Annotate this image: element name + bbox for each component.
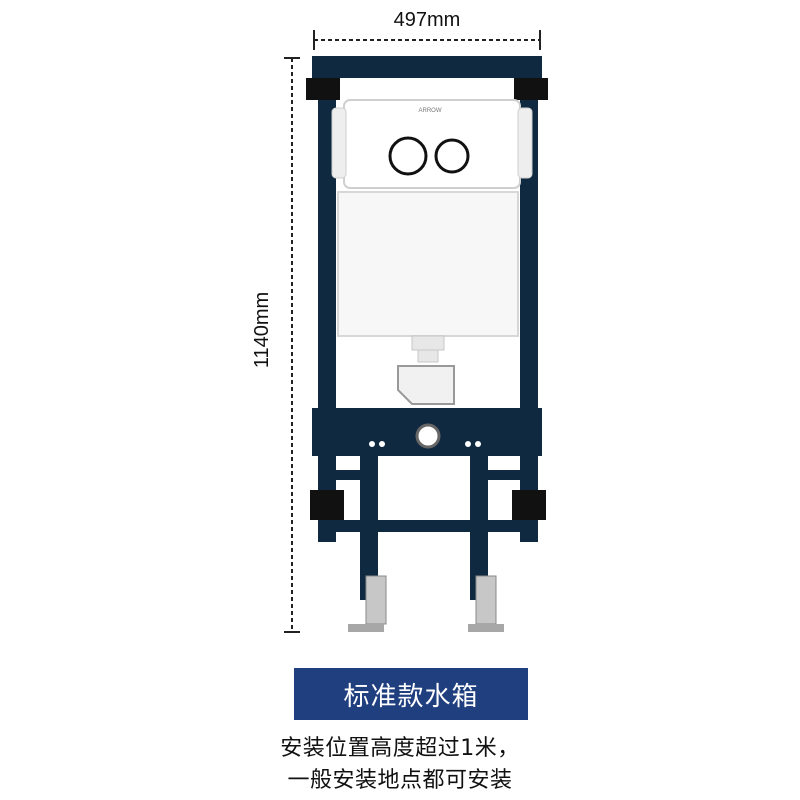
height-label: 1140mm <box>251 292 273 368</box>
corner-clamps <box>306 78 548 520</box>
adjustable-feet <box>348 575 504 632</box>
caption-line-2: 一般安装地点都可安装 <box>287 768 513 793</box>
frame-bottom-details <box>369 423 481 449</box>
caption-line-1: 安装位置高度超过1米， <box>280 736 520 761</box>
width-dimension: 497mm <box>313 9 541 50</box>
water-tank <box>337 191 519 363</box>
brand-label: ARROW <box>419 108 442 114</box>
flush-panel: ARROW <box>331 99 533 189</box>
steel-frame <box>312 56 542 600</box>
height-dimension: 1140mm <box>251 57 300 633</box>
flush-button-icon <box>388 136 470 176</box>
width-label: 497mm <box>394 9 461 31</box>
variant-label: 标准款水箱 <box>343 681 479 712</box>
outlet-elbow <box>397 365 455 405</box>
variant-banner: 标准款水箱 <box>294 668 528 720</box>
